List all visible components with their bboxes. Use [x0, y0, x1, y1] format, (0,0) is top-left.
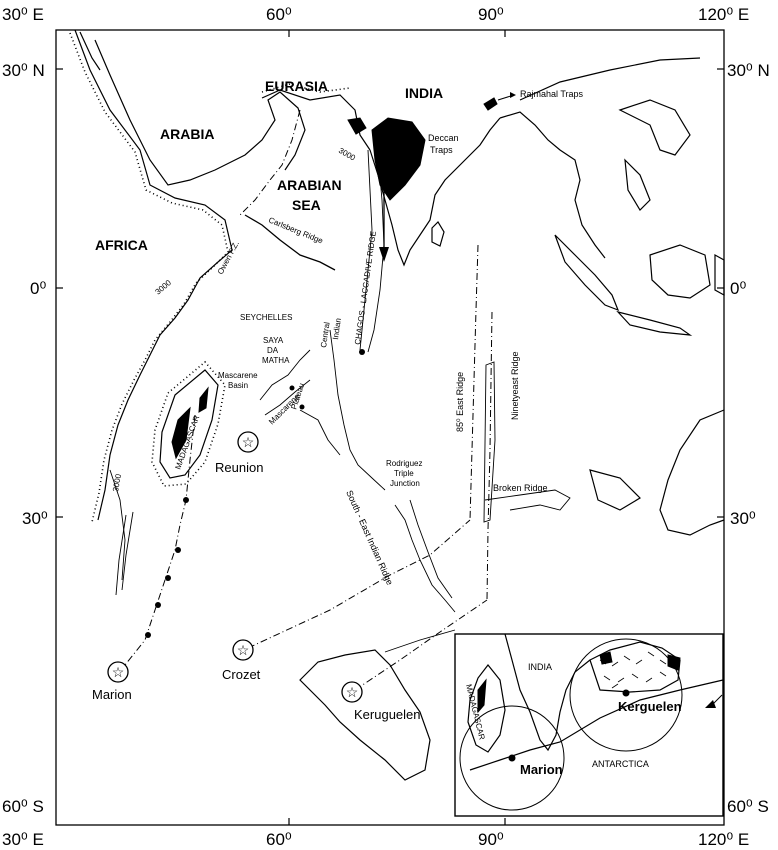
inset-map: [454, 633, 724, 817]
label-africa: AFRICA: [95, 237, 148, 253]
label-seychelles: SEYCHELLES: [240, 313, 292, 322]
label-arabian-sea-1: ARABIAN: [277, 177, 342, 193]
label-arabian-sea-2: SEA: [292, 197, 321, 213]
coord-top-90: 90⁰: [478, 5, 504, 24]
coord-right-30s: 30⁰: [730, 509, 756, 528]
coord-top-30e: 30⁰ E: [2, 5, 44, 24]
label-keruguelen: Keruguelen: [354, 707, 421, 722]
coord-left-30s: 30⁰: [22, 509, 48, 528]
label-depth-3000-c: 3000: [111, 473, 123, 493]
label-broken-ridge: Broken Ridge: [493, 483, 548, 493]
kerguelen-plateau: [299, 649, 431, 781]
inset-label-marion: Marion: [520, 762, 563, 777]
label-mascarene-basin-1: Mascarene: [218, 371, 258, 380]
label-central-indian-1: Central: [319, 321, 332, 348]
frame-ticks: [56, 30, 724, 825]
label-india: INDIA: [405, 85, 443, 101]
coord-bottom-120e: 120⁰ E: [698, 830, 749, 849]
hotspot-marion-star: ☆: [107, 661, 129, 683]
label-carlsberg-ridge: Carlsberg Ridge: [267, 216, 324, 246]
label-marion: Marion: [92, 687, 132, 702]
svg-text:☆: ☆: [242, 434, 255, 450]
coord-right-60s: 60⁰ S: [727, 797, 769, 816]
coord-left-0: 0⁰: [30, 279, 46, 298]
inset-label-india: INDIA: [528, 662, 552, 672]
hotspot-reunion-star: ☆: [237, 431, 259, 453]
svg-text:☆: ☆: [237, 642, 250, 658]
label-crozet: Crozet: [222, 667, 261, 682]
label-se-indian-ridge: South - East Indian Ridge: [344, 489, 395, 587]
inset-label-kerguelen: Kerguelen: [618, 699, 682, 714]
svg-text:☆: ☆: [346, 684, 359, 700]
label-deccan-1: Deccan: [428, 133, 459, 143]
label-saya-2: DA: [267, 346, 279, 355]
label-rodriguez-2: Triple: [394, 469, 414, 478]
label-rodriguez-1: Rodriguez: [386, 459, 422, 468]
madagascar-basalt-2: [198, 386, 209, 413]
coord-top-60: 60⁰: [266, 5, 292, 24]
label-85-east-ridge: 85⁰ East Ridge: [455, 372, 465, 432]
label-arabia: ARABIA: [160, 126, 214, 142]
coord-bottom-30e: 30⁰ E: [2, 830, 44, 849]
coord-left-60s: 60⁰ S: [2, 797, 44, 816]
label-saya-3: MATHA: [262, 356, 290, 365]
label-central-indian-2: Indian: [331, 317, 343, 340]
deccan-traps-outlier: [347, 117, 367, 135]
hotspot-crozet-star: ☆: [232, 639, 254, 661]
madagascar-basalt: [171, 406, 191, 460]
label-depth-3000-a: 3000: [337, 146, 357, 163]
hotspot-kerguelen-star: ☆: [341, 681, 363, 703]
coord-bottom-90: 90⁰: [478, 830, 504, 849]
ridges: [239, 109, 571, 613]
label-deccan-2: Traps: [430, 145, 453, 155]
svg-text:☆: ☆: [112, 664, 125, 680]
coord-right-0: 0⁰: [730, 279, 746, 298]
deccan-traps: [371, 117, 426, 201]
label-mascarene-basin-2: Basin: [228, 381, 248, 390]
coord-right-30n: 30⁰ N: [727, 61, 770, 80]
hotspot-tracks: [124, 414, 488, 691]
rajmahal-traps: [483, 97, 498, 111]
coastlines: [69, 29, 725, 596]
label-eurasia: EURASIA: [265, 78, 328, 94]
label-reunion: Reunion: [215, 460, 263, 475]
coord-left-30n: 30⁰ N: [2, 61, 45, 80]
label-rodriguez-3: Junction: [390, 479, 420, 488]
coord-bottom-60: 60⁰: [266, 830, 292, 849]
inset-label-antarctica: ANTARCTICA: [592, 759, 649, 769]
label-saya-1: SAYA: [263, 336, 284, 345]
label-depth-3000-b: 3000: [154, 278, 174, 297]
label-ninetyeast-ridge: Ninetyeast Ridge: [510, 351, 520, 420]
coord-top-120e: 120⁰ E: [698, 5, 749, 24]
map-frame: [55, 29, 725, 826]
label-owen-fz: Owen F.Z.: [216, 240, 241, 276]
label-rajmahal-traps: Rajmahal Traps: [520, 89, 584, 99]
